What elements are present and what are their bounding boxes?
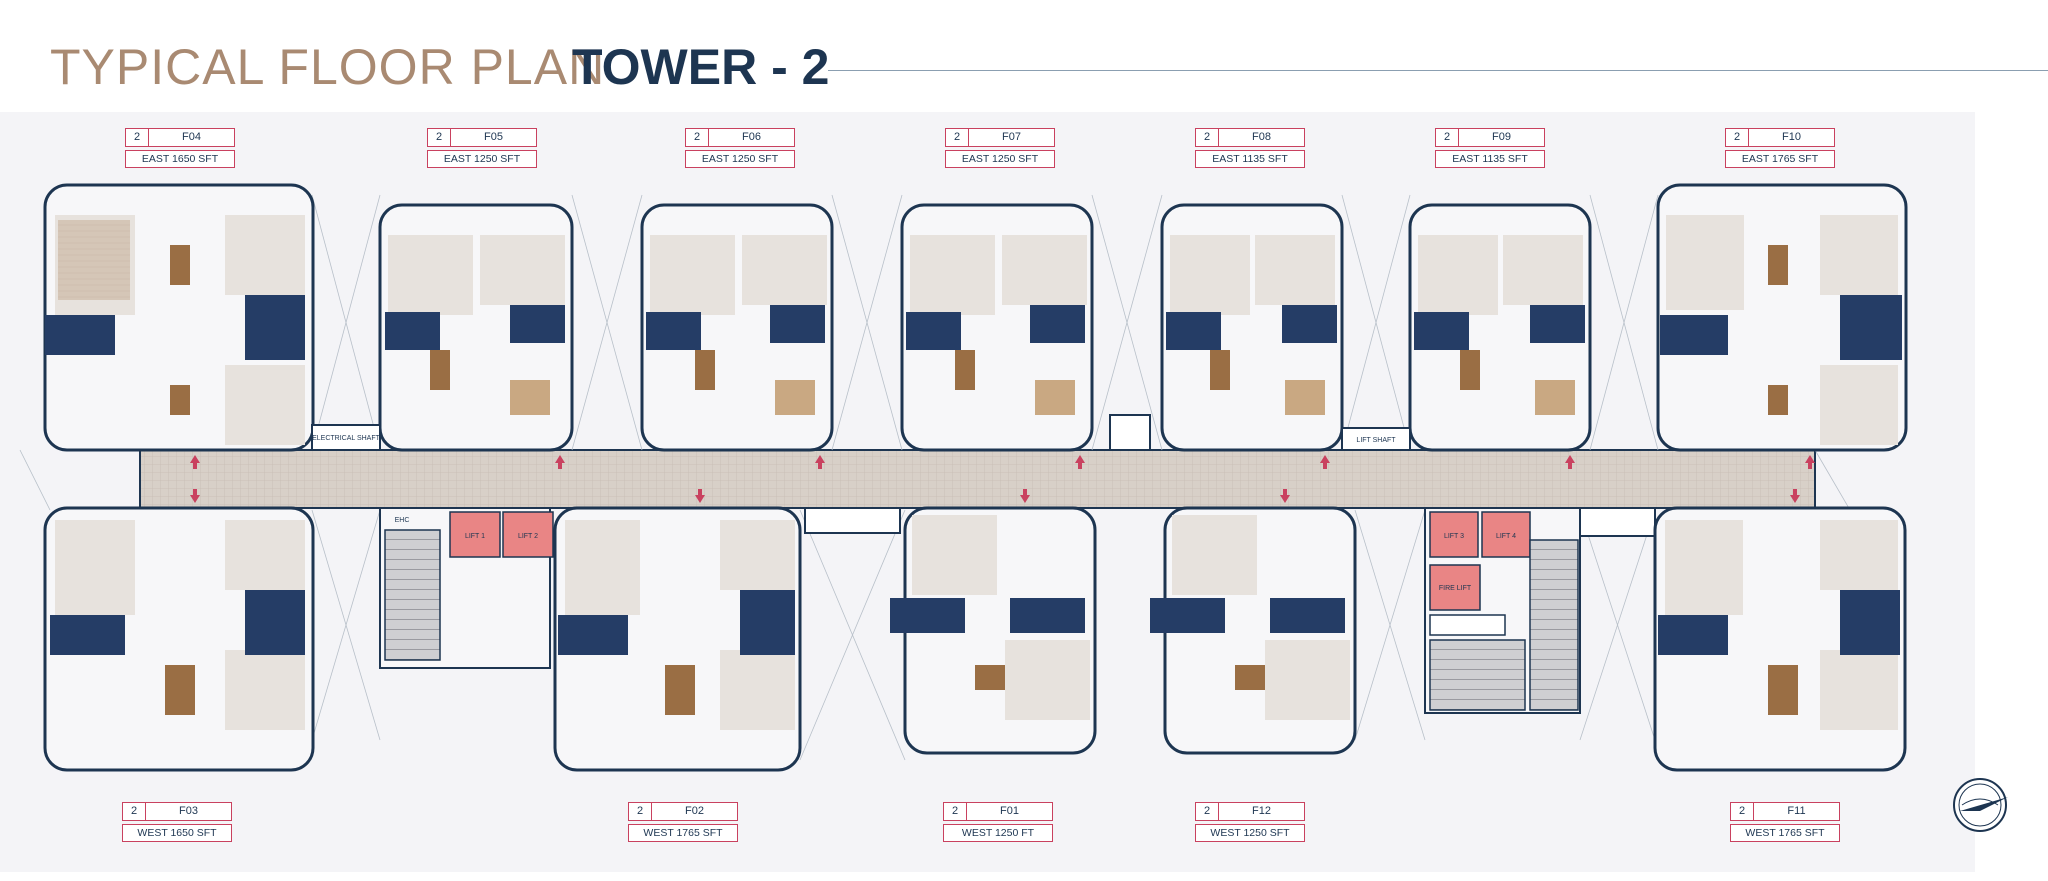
core-lifts-left (379, 507, 554, 669)
corridor (139, 449, 1816, 509)
core-lifts-right (1424, 507, 1581, 714)
fire-lift-label: FIRE LIFT (1439, 585, 1472, 592)
electrical-shaft-bottom (1579, 507, 1656, 537)
unit-f04 (43, 183, 315, 452)
light-well-lines (19, 194, 1851, 761)
title-divider (828, 70, 2048, 71)
lift-shaft-bottom (804, 507, 901, 534)
unit-f09 (1408, 203, 1592, 452)
lift2-label: LIFT 2 (518, 533, 538, 540)
page-title: TYPICAL FLOOR PLAN (50, 39, 606, 95)
lift-shaft-label: LIFT SHAFT (1356, 437, 1396, 444)
electrical-shaft-top (311, 424, 381, 451)
header: TYPICAL FLOOR PLAN TOWER - 2 (0, 0, 2048, 120)
compass-icon (1952, 775, 2012, 835)
lift-shaft-top (1341, 427, 1411, 451)
tower-title: TOWER - 2 (572, 39, 830, 95)
unit-f12 (1150, 506, 1357, 755)
lift1-label: LIFT 1 (465, 533, 485, 540)
unit-f05 (378, 203, 574, 452)
garbage-chute-top (1109, 414, 1151, 451)
lift4-label: LIFT 4 (1496, 533, 1516, 540)
unit-f07 (900, 203, 1094, 452)
unit-f02 (553, 506, 802, 772)
entry-arrows (190, 455, 1815, 503)
unit-f08 (1160, 203, 1344, 452)
unit-f11 (1653, 506, 1907, 772)
unit-f10 (1656, 183, 1908, 452)
electrical-shaft-label: ELECTRICAL SHAFT (312, 435, 381, 442)
unit-f06 (640, 203, 834, 452)
ehc-label: EHC (395, 517, 410, 524)
unit-f03 (43, 506, 315, 772)
lift3-label: LIFT 3 (1444, 533, 1464, 540)
unit-f01 (890, 506, 1097, 755)
